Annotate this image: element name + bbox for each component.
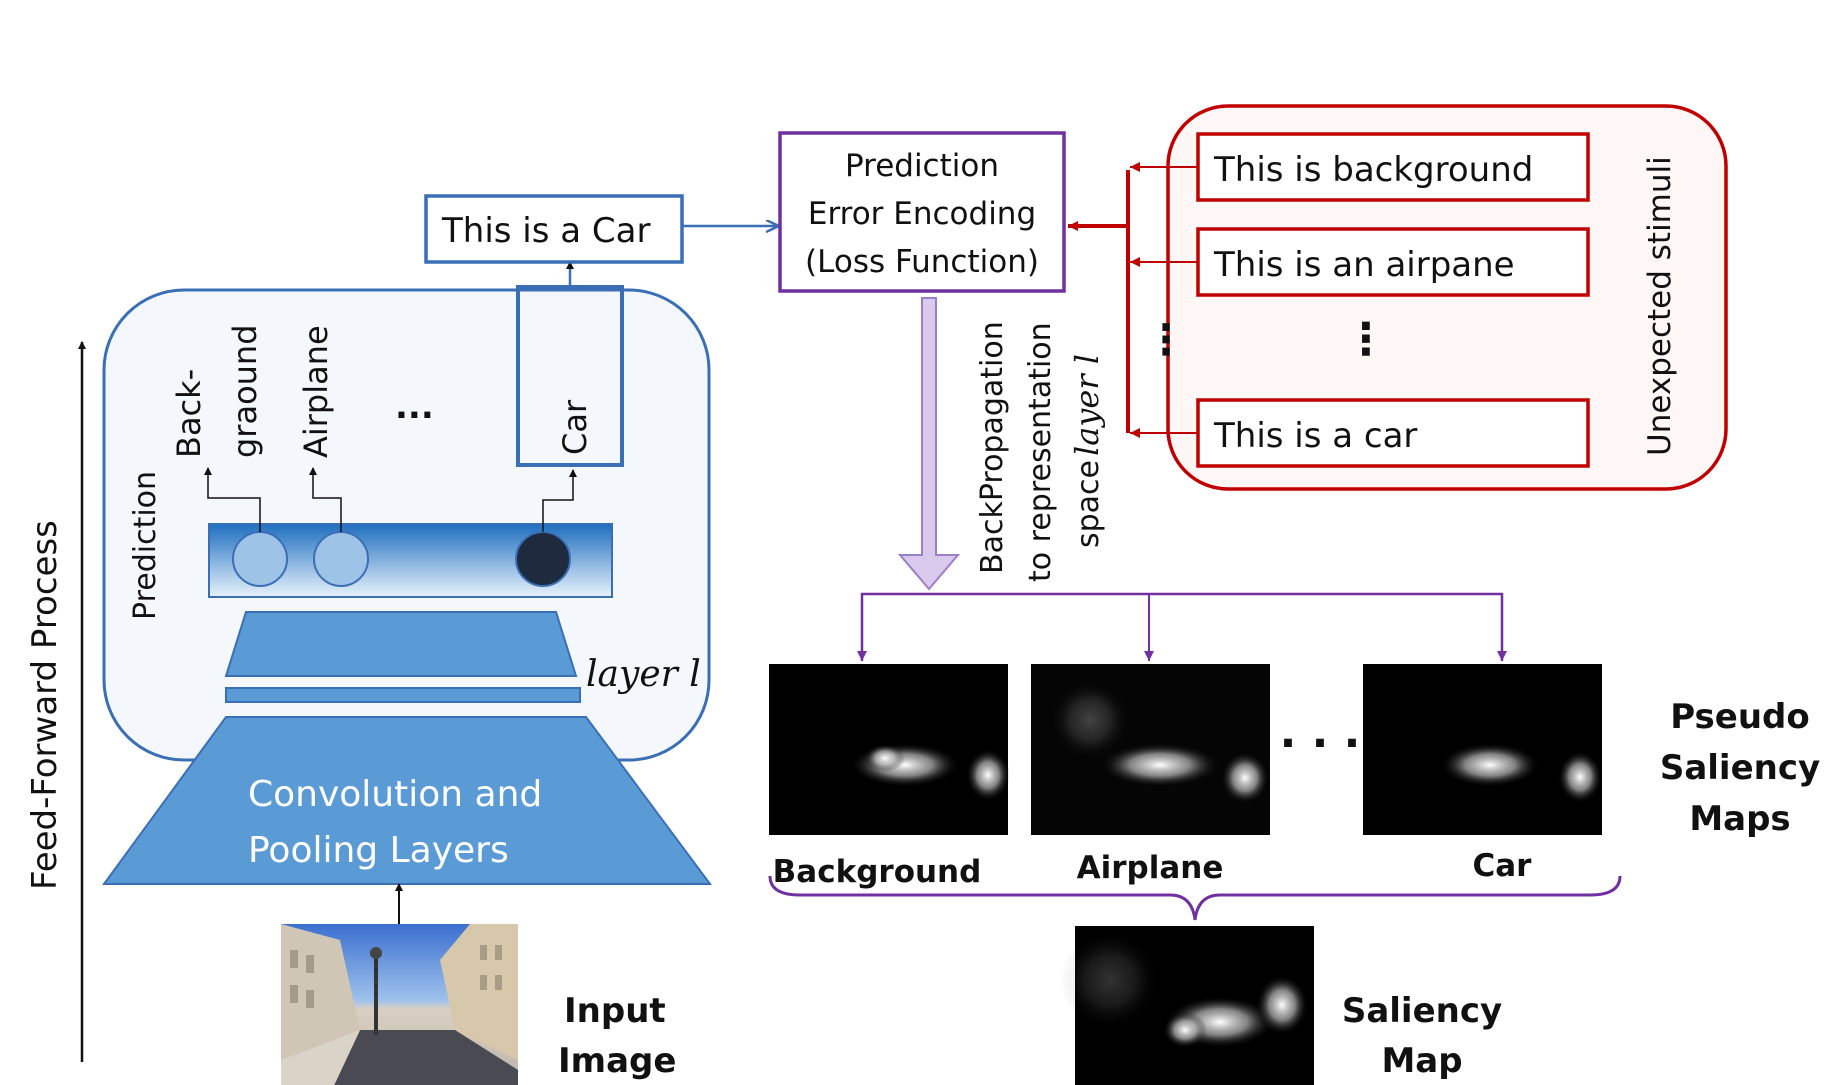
class-airplane: Airplane — [297, 325, 335, 458]
pseudo-title-line2: Saliency — [1660, 748, 1820, 788]
stimulus-2-text: This is an airpane — [1213, 245, 1515, 285]
stimuli-left-dots: ⋮ — [1145, 315, 1187, 364]
input-label-line2: Image — [558, 1041, 676, 1081]
layer-l-block — [224, 611, 578, 677]
connector-airplane — [309, 467, 342, 532]
output-box — [424, 194, 684, 264]
pseudo-map-car — [1363, 664, 1602, 835]
stimulus-3-text: This is a car — [1213, 416, 1417, 456]
output-box-text: This is a Car — [441, 211, 650, 251]
loss-line3: (Loss Function) — [805, 244, 1039, 280]
class-dots: ... — [395, 387, 434, 427]
conv-label-line1: Convolution and — [248, 774, 542, 815]
pseudo-map-background — [769, 664, 1010, 835]
pseudo-label-background: Background — [773, 854, 982, 890]
prediction-label: Prediction — [128, 471, 163, 620]
layer-bar — [225, 687, 581, 703]
stimulus-box-3 — [1196, 398, 1590, 468]
conv-pooling-block — [102, 716, 712, 885]
pseudo-maps-dots: · · · — [1280, 718, 1361, 769]
aggregation-brace — [768, 875, 1622, 921]
backprop-arrow — [897, 297, 961, 591]
class-background-line2: graound — [226, 324, 264, 458]
loss-line1: Prediction — [845, 148, 999, 184]
stimuli-side-label: Unexpected stimuli — [1642, 156, 1678, 456]
backprop-line3-layer: layer l — [1068, 354, 1106, 456]
feed-forward-label: Feed-Forward Process — [25, 520, 65, 890]
class-car: Car — [556, 399, 594, 455]
pseudo-label-car: Car — [1473, 848, 1533, 884]
connector-car — [542, 469, 577, 532]
input-label-line1: Input — [564, 991, 666, 1031]
loss-box — [778, 131, 1066, 293]
stimuli-dots: ⋮ — [1344, 314, 1388, 365]
class-background-line1: Back- — [170, 369, 208, 458]
connector-background — [204, 467, 261, 532]
neuron-airplane — [313, 531, 369, 587]
pseudo-title-line1: Pseudo — [1670, 697, 1810, 737]
saliency-label-line1: Saliency — [1342, 991, 1502, 1031]
layer-l-label: layer l — [586, 654, 701, 695]
backprop-line1: BackPropagation — [975, 321, 1010, 574]
conv-label-line2: Pooling Layers — [248, 830, 509, 871]
distribution-bracket — [860, 592, 1504, 661]
pseudo-label-airplane: Airplane — [1077, 850, 1224, 886]
saliency-label-line2: Map — [1381, 1041, 1462, 1081]
pseudo-title-line3: Maps — [1689, 799, 1790, 839]
neuron-background — [232, 531, 288, 587]
neuron-car — [515, 531, 571, 587]
stimulus-1-text: This is background — [1213, 150, 1533, 190]
input-image — [281, 924, 518, 1085]
loss-line2: Error Encoding — [808, 196, 1036, 232]
stimulus-box-1 — [1196, 132, 1590, 202]
saliency-map — [1060, 926, 1314, 1085]
backprop-line3-prefix: space — [1071, 460, 1106, 548]
backprop-line2: to representation — [1023, 322, 1058, 582]
pseudo-map-airplane — [1031, 664, 1270, 835]
